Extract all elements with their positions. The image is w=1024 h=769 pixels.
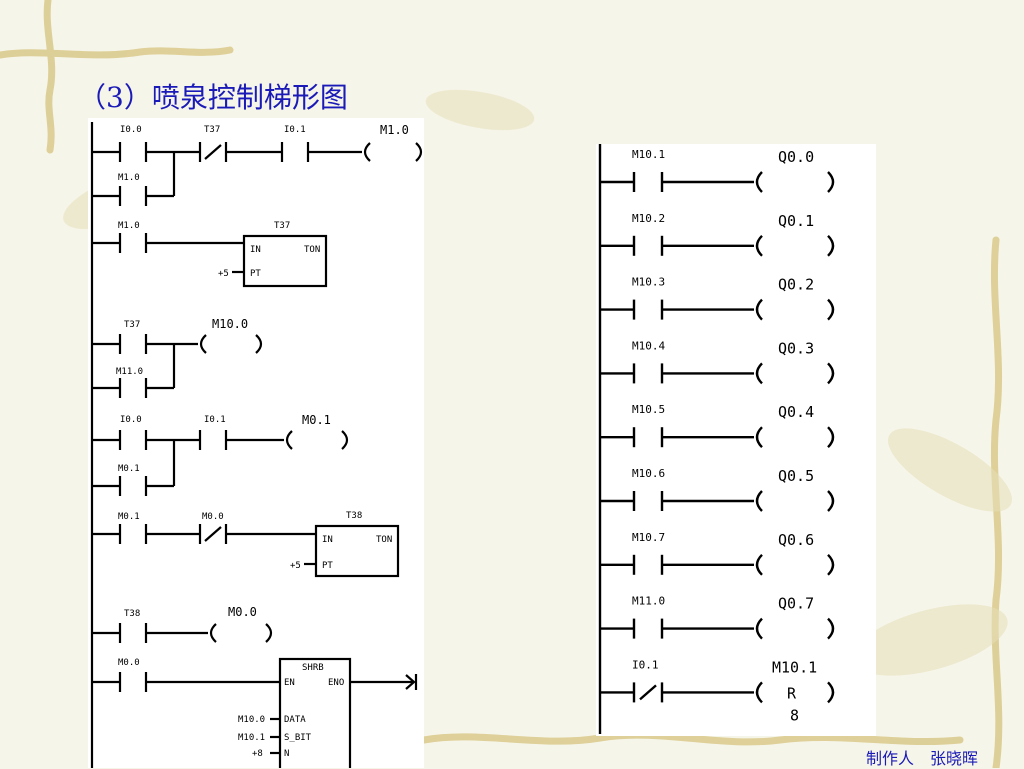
coil-label: M0.1 (302, 413, 331, 427)
rung-line (639, 684, 657, 701)
contact-label: M0.0 (118, 658, 140, 668)
coil-left-bracket (755, 426, 763, 449)
coil-label: Q0.4 (778, 403, 814, 421)
contact-label: M10.6 (632, 467, 665, 480)
contact-label: M1.0 (118, 221, 140, 231)
contact-label: M10.5 (632, 403, 665, 416)
contact-label: M10.3 (632, 276, 665, 289)
pin-label: DATA (284, 715, 306, 725)
contact-label: I0.1 (284, 125, 306, 135)
coil-label: Q0.0 (778, 148, 814, 166)
preset-label: +5 (290, 561, 301, 571)
contact-label: I0.1 (632, 658, 659, 671)
contact-label: M10.1 (632, 148, 665, 161)
pin-label: TON (304, 245, 320, 255)
pin-label: IN (322, 535, 333, 545)
contact-label: M1.0 (118, 173, 140, 183)
coil-right-bracket (827, 681, 835, 704)
coil-right-bracket (827, 617, 835, 640)
coil-right-bracket (827, 426, 835, 449)
contact-label: I0.0 (120, 125, 142, 135)
contact-label: M11.0 (116, 367, 143, 377)
coil-right-bracket (827, 234, 835, 257)
operand-label: M10.1 (238, 733, 265, 743)
coil-left-bracket (755, 298, 763, 321)
coil-left-bracket (755, 553, 763, 576)
coil-label: M10.0 (212, 317, 248, 331)
coil-label: M10.1 (772, 658, 817, 676)
pin-label: S_BIT (284, 733, 312, 743)
pin-label: ENO (328, 678, 344, 688)
contact-label: M10.7 (632, 531, 665, 544)
coil-label: Q0.1 (778, 212, 814, 230)
coil-left-bracket (755, 681, 763, 704)
pin-label: PT (250, 269, 261, 279)
contact-label: T37 (124, 320, 140, 330)
coil-label: Q0.3 (778, 339, 814, 357)
coil-label: Q0.6 (778, 531, 814, 549)
box-label: SHRB (302, 663, 324, 673)
coil-right-bracket (827, 362, 835, 385)
reset-count-label: 8 (790, 706, 799, 724)
pin-label: PT (322, 561, 333, 571)
reset-type-label: R (787, 684, 797, 702)
contact-label: M11.0 (632, 595, 665, 608)
ladder-left-svg: I0.0 T37 I0.1 M1.0 M1.0 M1.0 T37 IN TON … (90, 122, 423, 768)
coil-left-bracket (755, 234, 763, 257)
contact-label: M10.4 (632, 339, 665, 352)
coil-right-bracket (827, 490, 835, 512)
ladder-diagram-left: I0.0 T37 I0.1 M1.0 M1.0 M1.0 T37 IN TON … (88, 118, 424, 768)
contact-label: I0.1 (204, 415, 226, 425)
timer-label: T37 (274, 221, 290, 231)
coil-left-bracket (755, 362, 763, 385)
pin-label: TON (376, 535, 392, 545)
contact-label: I0.0 (120, 415, 142, 425)
author-footer: 制作人 张晓晖 (865, 749, 978, 768)
preset-label: +5 (218, 269, 229, 279)
contact-label: M0.0 (202, 512, 224, 522)
pin-label: EN (284, 678, 295, 688)
operand-label: M10.0 (238, 715, 265, 725)
coil-left-bracket (755, 171, 763, 193)
coil-left-bracket (755, 490, 763, 512)
pin-label: IN (250, 245, 261, 255)
coil-label: M1.0 (380, 123, 409, 137)
coil-right-bracket (827, 298, 835, 321)
contact-label: M0.1 (118, 512, 140, 522)
operand-label: +8 (252, 749, 263, 759)
page-title: （3）喷泉控制梯形图 (78, 81, 348, 114)
coil-right-bracket (827, 553, 835, 576)
coil-label: Q0.7 (778, 595, 814, 613)
contact-label: M0.1 (118, 464, 140, 474)
contact-label: T37 (204, 125, 220, 135)
coil-label: Q0.2 (778, 276, 814, 294)
pin-label: N (284, 749, 289, 759)
coil-right-bracket (827, 171, 835, 193)
coil-label: M0.0 (228, 605, 257, 619)
timer-label: T38 (346, 511, 362, 521)
coil-label: Q0.5 (778, 467, 814, 485)
contact-label: M10.2 (632, 212, 665, 225)
contact-label: T38 (124, 609, 140, 619)
coil-left-bracket (755, 617, 763, 640)
